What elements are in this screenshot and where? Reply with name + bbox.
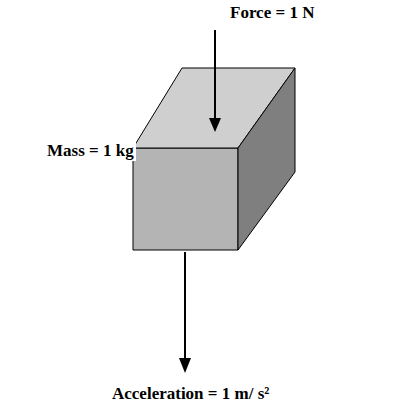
cube-front-face bbox=[133, 148, 238, 250]
mass-cube: Mass = 1 kg bbox=[133, 68, 295, 250]
force-arrow bbox=[214, 30, 216, 130]
acceleration-label: Acceleration = 1 m/ s² bbox=[112, 384, 269, 404]
mass-label: Mass = 1 kg bbox=[45, 141, 136, 161]
force-arrowhead bbox=[209, 118, 221, 132]
cube-side-face bbox=[238, 68, 295, 250]
force-label: Force = 1 N bbox=[230, 3, 314, 23]
acceleration-arrowhead bbox=[179, 358, 191, 373]
cube-outline bbox=[133, 68, 295, 250]
acceleration-arrow bbox=[184, 252, 186, 370]
